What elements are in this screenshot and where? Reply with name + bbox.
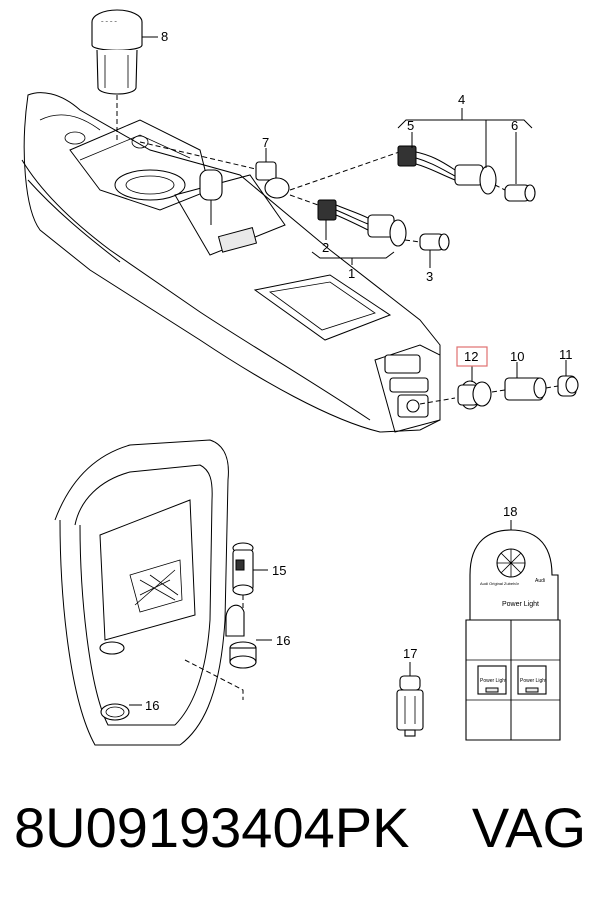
luggage-compartment-illustration (54, 439, 244, 746)
callout-labels: 8 4 5 6 7 2 1 3 12 10 11 18 15 16 17 16 (145, 29, 573, 713)
package-small-text: Audi Original Zubehör (480, 581, 520, 586)
center-console-illustration (21, 92, 441, 433)
callout-11: 11 (559, 347, 573, 362)
leader-lines-upper (265, 108, 567, 382)
callout-16a: 16 (276, 633, 290, 648)
callout-17: 17 (403, 646, 417, 661)
part-8-ashtray: oooo (91, 9, 158, 140)
part-7-clip (255, 152, 290, 199)
callout-16b: 16 (145, 698, 159, 713)
brand-label: VAG (471, 796, 586, 859)
callout-2: 2 (322, 240, 329, 255)
package-product-text: Power Light (502, 601, 539, 608)
package-box-label-1: Power Light (480, 678, 507, 684)
callout-18: 18 (503, 504, 517, 519)
callout-8: 8 (161, 29, 168, 44)
callout-1: 1 (348, 266, 355, 281)
callout-10: 10 (510, 349, 524, 364)
callout-15: 15 (272, 563, 286, 578)
part-17-plug (396, 662, 424, 737)
parts-10-11-12 (419, 375, 579, 410)
callout-3: 3 (426, 269, 433, 284)
callout-6: 6 (511, 118, 518, 133)
callout-7: 7 (262, 135, 269, 150)
callout-5: 5 (407, 118, 414, 133)
parts-15-16 (129, 542, 272, 706)
harness-lower (289, 194, 450, 251)
callout-4: 4 (458, 92, 465, 107)
parts-diagram: oooo (21, 9, 579, 746)
package-brand-text: Audi (535, 578, 545, 584)
callout-12-highlight-box (456, 346, 488, 367)
callout-12: 12 (464, 349, 478, 364)
part-18-display-package: Audi Original Zubehör Audi Power Light P… (465, 520, 561, 741)
package-box-label-2: Power Light (520, 678, 547, 684)
harness-upper (139, 141, 536, 202)
part-number: 8U09193404PK (14, 796, 410, 859)
